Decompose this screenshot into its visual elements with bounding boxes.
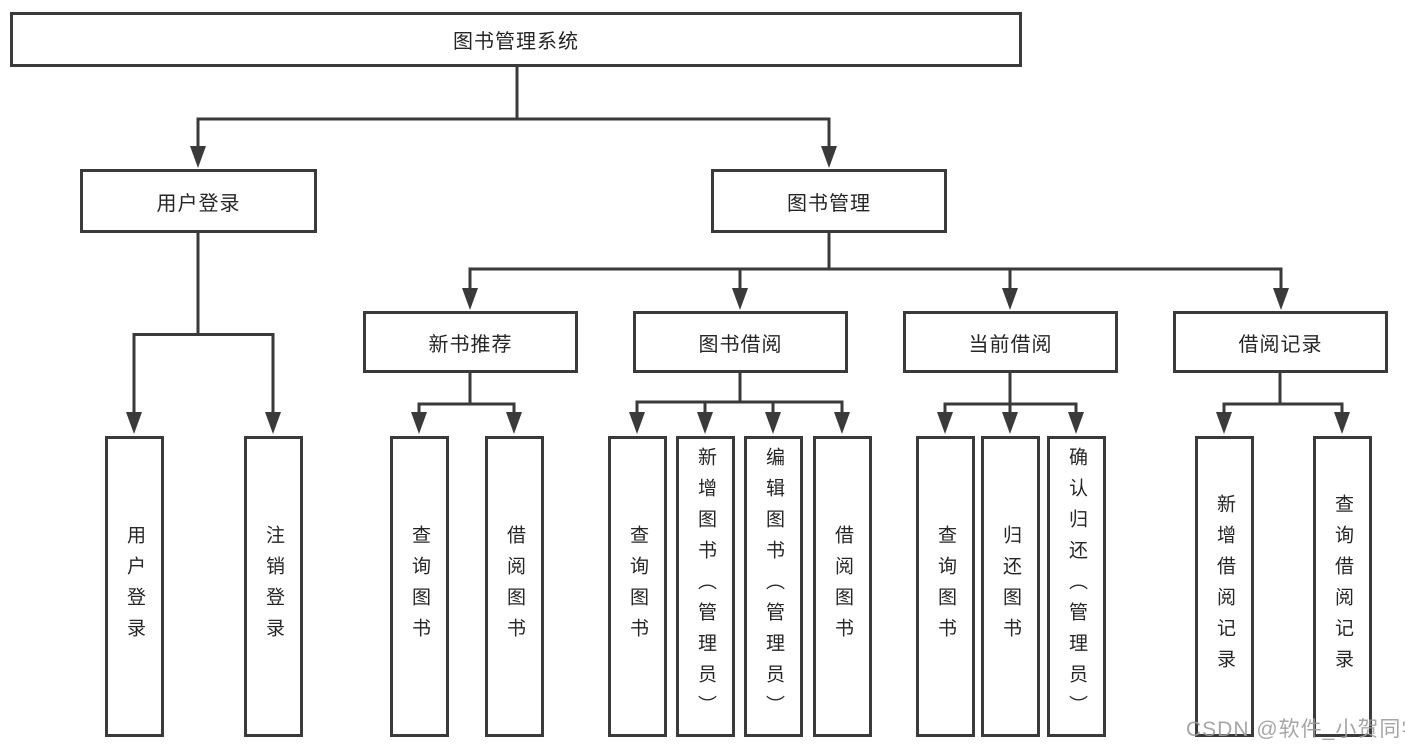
node-label: 查询图书 — [627, 524, 648, 649]
node-label: 图书借阅 — [698, 333, 783, 356]
node-label: 用户登录 — [124, 524, 145, 649]
node-label: 新增借阅记录 — [1214, 493, 1235, 680]
node-book-borrow: 图书借阅 — [633, 311, 848, 373]
node-label: 新书推荐 — [428, 333, 513, 356]
leaf-borrow-books: 借阅图书 — [813, 436, 872, 737]
leaf-edit-book-admin: 编辑图书（管理员） — [744, 436, 803, 737]
node-label: 编辑图书（管理员） — [763, 447, 784, 726]
node-label: 查询借阅记录 — [1332, 493, 1353, 680]
node-label: 查询图书 — [935, 524, 956, 649]
node-label: 新增图书（管理员） — [695, 447, 716, 726]
leaf-borrow-books-recommend: 借阅图书 — [485, 436, 544, 737]
csdn-watermark: CSDN @软件_小贺同学 — [1186, 718, 1405, 741]
leaf-user-login: 用户登录 — [105, 436, 164, 737]
node-label: 确认归还（管理员） — [1066, 447, 1087, 726]
node-label: 借阅图书 — [832, 524, 853, 649]
node-user-login: 用户登录 — [80, 169, 317, 233]
node-label: 查询图书 — [409, 524, 430, 649]
leaf-query-books-current: 查询图书 — [916, 436, 975, 737]
node-label: 图书管理系统 — [453, 31, 579, 53]
leaf-add-book-admin: 新增图书（管理员） — [676, 436, 735, 737]
node-library-management-system: 图书管理系统 — [10, 12, 1022, 67]
node-label: 注销登录 — [263, 524, 284, 649]
leaf-add-borrow-record: 新增借阅记录 — [1195, 436, 1254, 737]
node-book-management: 图书管理 — [711, 169, 947, 233]
node-borrow-records: 借阅记录 — [1173, 311, 1388, 373]
node-label: 用户登录 — [156, 192, 241, 215]
leaf-query-books-borrow: 查询图书 — [608, 436, 667, 737]
node-current-borrow: 当前借阅 — [903, 311, 1118, 373]
leaf-return-books: 归还图书 — [981, 436, 1040, 737]
node-label: 借阅图书 — [504, 524, 525, 649]
leaf-query-borrow-record: 查询借阅记录 — [1313, 436, 1372, 737]
node-label: 借阅记录 — [1238, 333, 1323, 356]
leaf-logout: 注销登录 — [244, 436, 303, 737]
node-label: 归还图书 — [1000, 524, 1021, 649]
leaf-query-books-recommend: 查询图书 — [390, 436, 449, 737]
node-label: 图书管理 — [787, 192, 871, 215]
node-new-book-recommend: 新书推荐 — [363, 311, 578, 373]
node-label: 当前借阅 — [968, 333, 1053, 356]
leaf-confirm-return-admin: 确认归还（管理员） — [1047, 436, 1106, 737]
